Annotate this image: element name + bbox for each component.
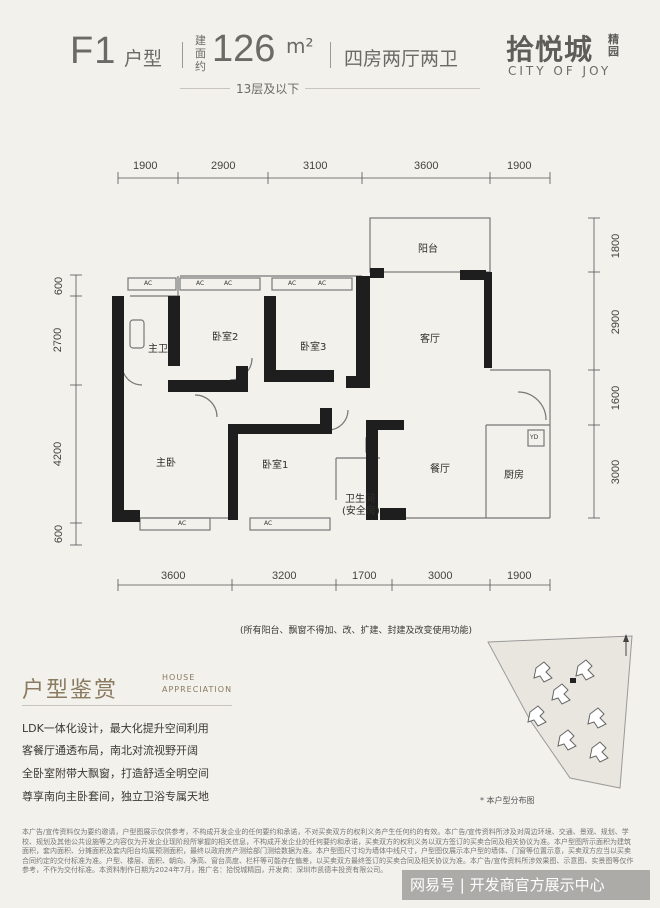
room-bedroom1: 卧室1: [262, 460, 289, 471]
appreciation-title-en: HOUSE APPRECIATION: [162, 672, 232, 696]
room-master-bath: 主卫: [148, 344, 168, 355]
dim-bottom-4: 3000: [428, 570, 453, 582]
dim-top-1: 1900: [133, 160, 158, 172]
dim-top-4: 3600: [414, 160, 439, 172]
feature-item: 客餐厅通透布局，南北对流视野开阔: [22, 744, 198, 757]
building-icon: [575, 659, 595, 681]
building-icon: [533, 661, 553, 683]
area-value: 126: [212, 28, 276, 70]
watermark: 网易号 | 开发商官方展示中心: [402, 870, 650, 900]
disclaimer-text: 本广告/宣传资料仅为要约邀请，户型图展示仅供参考，不构成开发企业的任何要约和承诺…: [22, 828, 634, 875]
ac-unit-tag: AC: [144, 280, 153, 287]
floor-plan: [70, 172, 600, 591]
room-bath-sub: (安全房): [342, 506, 380, 517]
appreciation-divider: [22, 705, 232, 706]
dim-bottom-3: 1700: [352, 570, 377, 582]
building-icon: [527, 705, 547, 727]
logo-english: CITY OF JOY: [508, 64, 612, 78]
header-underline: [180, 88, 480, 89]
area-unit: m²: [286, 34, 314, 58]
dim-bottom-2: 3200: [272, 570, 297, 582]
map-caption: * 本户型分布图: [480, 796, 535, 805]
room-configuration: 四房两厅两卫: [344, 48, 459, 70]
room-kitchen: 厨房: [504, 470, 524, 481]
header-divider: [182, 42, 183, 68]
floor-range: 13层及以下: [230, 80, 306, 97]
dim-right-3: 1600: [610, 385, 623, 411]
appreciation-title: 户型鉴赏: [22, 678, 119, 703]
room-balcony: 阳台: [418, 244, 438, 255]
dim-left-3: 4200: [52, 441, 65, 467]
site-distribution-map: [487, 634, 633, 789]
logo-badge: 精园: [608, 33, 619, 58]
building-icon: [557, 729, 577, 751]
building-icon: [551, 683, 571, 705]
yd-tag: YD: [530, 434, 539, 441]
ac-unit-tag: AC: [178, 520, 187, 527]
ac-unit-tag: AC: [318, 280, 327, 287]
logo-name: 拾悦城: [506, 33, 594, 66]
room-master: 主卧: [156, 458, 176, 469]
appreciation-en-line2: APPRECIATION: [162, 685, 233, 694]
feature-item: LDK一体化设计，最大化提升空间利用: [22, 722, 209, 735]
dim-top-2: 2900: [211, 160, 236, 172]
dim-bottom-1: 3600: [161, 570, 186, 582]
room-dining: 餐厅: [430, 464, 450, 475]
ac-unit-tag: AC: [288, 280, 297, 287]
ac-unit-tag: AC: [264, 520, 273, 527]
dim-bottom-5: 1900: [507, 570, 532, 582]
dim-right-4: 3000: [610, 459, 623, 485]
dim-left-4: 600: [53, 524, 66, 544]
room-bedroom2: 卧室2: [212, 332, 239, 343]
dim-right-1: 1800: [610, 233, 623, 259]
header-divider: [330, 42, 331, 68]
ac-unit-tag: AC: [196, 280, 205, 287]
ac-unit-tag: AC: [224, 280, 233, 287]
room-bedroom3: 卧室3: [300, 342, 327, 353]
dim-top-3: 3100: [303, 160, 328, 172]
unit-type-label: 户型: [124, 48, 163, 70]
dim-top-5: 1900: [507, 160, 532, 172]
feature-item: 尊享南向主卧套间，独立卫浴专属天地: [22, 790, 209, 803]
building-icon: [587, 707, 607, 729]
area-label: 建面约: [195, 34, 206, 73]
dim-left-1: 600: [53, 276, 66, 296]
dim-left-2: 2700: [52, 327, 65, 353]
unit-type-code: F1: [70, 30, 117, 72]
dim-right-2: 2900: [610, 309, 623, 335]
room-living: 客厅: [420, 334, 440, 345]
appreciation-en-line1: HOUSE: [162, 673, 196, 682]
room-bath: 卫生间: [345, 494, 375, 505]
unit-position-marker: [570, 678, 576, 683]
feature-item: 全卧室附带大飘窗，打造舒适全明空间: [22, 767, 209, 780]
building-icon: [589, 741, 609, 763]
usage-note: (所有阳台、飘窗不得加、改、扩建、封建及改变使用功能): [240, 626, 473, 636]
